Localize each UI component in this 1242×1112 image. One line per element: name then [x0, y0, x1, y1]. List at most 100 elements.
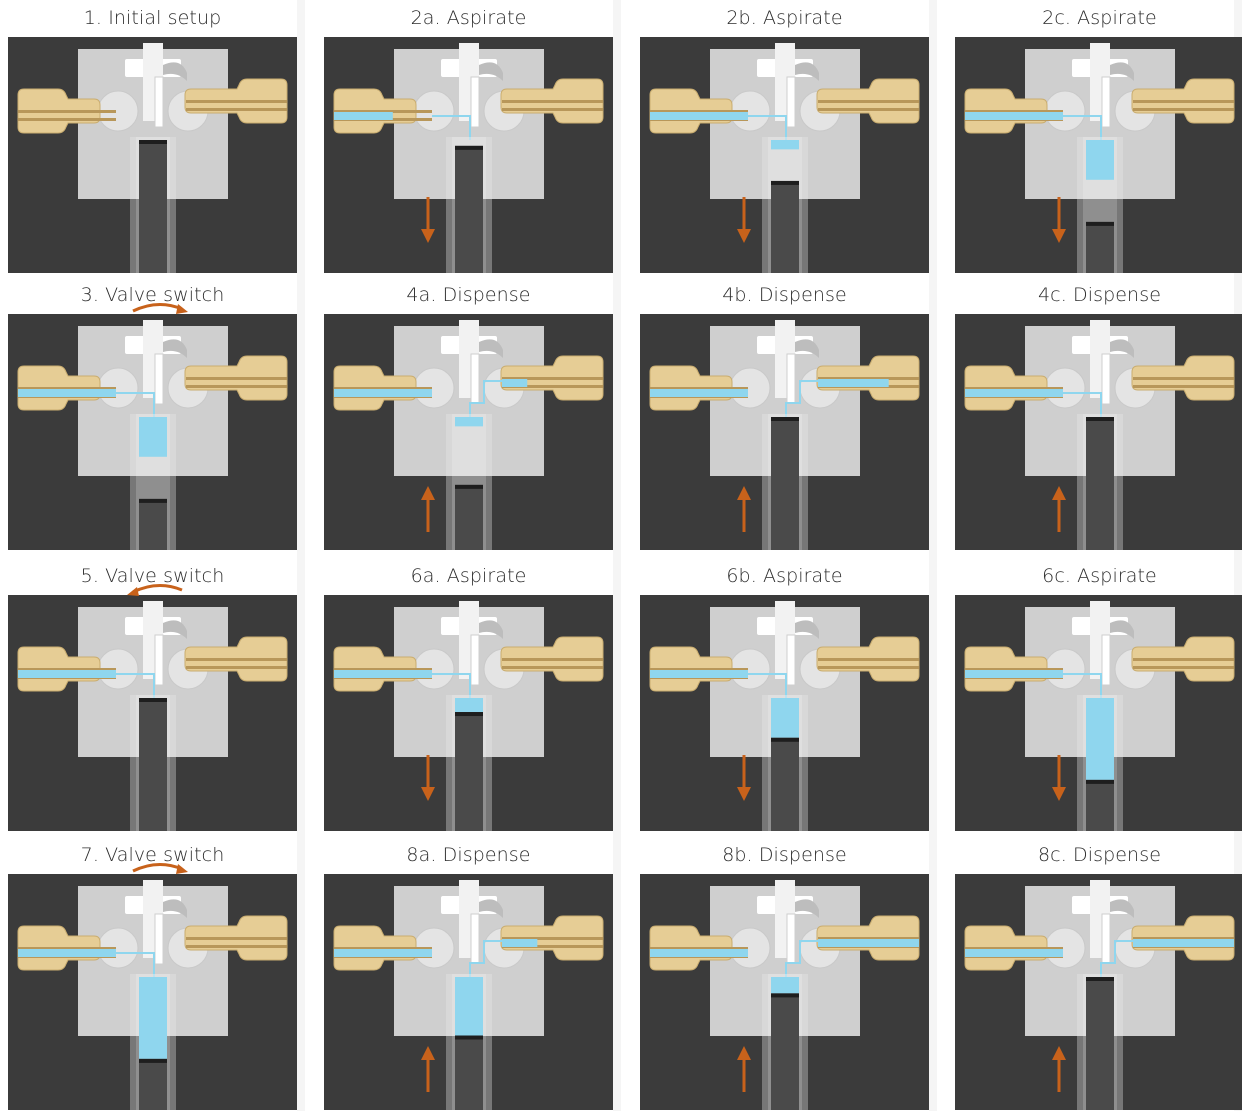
plunger-tip	[455, 485, 483, 489]
plunger-icon	[139, 698, 167, 831]
step-cell: 7. Valve switch	[8, 837, 297, 1112]
plunger-tip	[1086, 780, 1114, 784]
step-diagram	[324, 874, 613, 1110]
plunger-tip	[771, 181, 799, 185]
column-gutter	[297, 0, 305, 1111]
syringe-fluid	[1086, 698, 1114, 780]
liquid-left-line	[18, 389, 116, 397]
syringe-fluid	[771, 698, 799, 738]
step-title: 8c. Dispense	[955, 837, 1242, 873]
step-title: 4c. Dispense	[955, 277, 1242, 313]
liquid-right-line	[502, 379, 527, 387]
plunger-tip	[1086, 417, 1114, 421]
liquid-left-line	[650, 389, 748, 397]
step-diagram	[8, 595, 297, 831]
plunger-tip	[1086, 977, 1114, 981]
plunger-icon	[771, 993, 799, 1110]
step-cell: 6a. Aspirate	[324, 558, 613, 833]
step-cell: 8c. Dispense	[955, 837, 1242, 1112]
rotation-overlay	[8, 277, 297, 337]
plunger-tip	[455, 712, 483, 716]
plunger-icon	[1086, 222, 1114, 273]
plunger-icon	[771, 738, 799, 831]
plunger-icon	[1086, 417, 1114, 550]
step-title: 4a. Dispense	[324, 277, 613, 313]
plunger-tip	[455, 146, 483, 150]
syringe-fluid	[455, 977, 483, 1036]
plunger-icon	[455, 485, 483, 550]
liquid-left-line	[18, 670, 116, 678]
step-diagram	[324, 37, 613, 273]
step-diagram	[324, 314, 613, 550]
step-diagram	[640, 37, 929, 273]
step-title: 4b. Dispense	[640, 277, 929, 313]
liquid-left-line	[965, 112, 1063, 120]
step-diagram	[8, 37, 297, 273]
liquid-left-line	[334, 670, 432, 678]
liquid-left-line	[334, 389, 432, 397]
plunger-tip	[771, 993, 799, 997]
step-diagram	[640, 314, 929, 550]
liquid-left-line	[965, 389, 1063, 397]
rotation-overlay	[8, 558, 297, 618]
step-cell: 5. Valve switch	[8, 558, 297, 833]
plunger-tip	[771, 738, 799, 742]
plunger-icon	[139, 140, 167, 273]
liquid-left-line	[650, 949, 748, 957]
plunger-icon	[455, 146, 483, 273]
syringe-fluid	[139, 417, 167, 457]
step-cell: 4b. Dispense	[640, 277, 929, 552]
step-diagram	[955, 595, 1242, 831]
step-cell: 6b. Aspirate	[640, 558, 929, 833]
step-diagram	[955, 314, 1242, 550]
step-cell: 1. Initial setup	[8, 0, 297, 275]
step-cell: 4c. Dispense	[955, 277, 1242, 552]
syringe-fluid	[455, 698, 483, 712]
rotate-ccw-icon	[127, 585, 182, 596]
plunger-icon	[1086, 977, 1114, 1110]
step-cell: 2b. Aspirate	[640, 0, 929, 275]
liquid-right-line	[502, 939, 537, 947]
syringe-fluid	[139, 977, 167, 1059]
liquid-right-line	[818, 939, 919, 947]
plunger-tip	[139, 698, 167, 702]
rotate-cw-icon	[133, 864, 188, 874]
plunger-tip	[771, 417, 799, 421]
rotation-overlay	[8, 837, 297, 897]
step-diagram	[955, 874, 1242, 1110]
plunger-icon	[1086, 780, 1114, 831]
plunger-icon	[139, 499, 167, 550]
step-cell: 6c. Aspirate	[955, 558, 1242, 833]
step-diagram	[955, 37, 1242, 273]
step-title: 2a. Aspirate	[324, 0, 613, 36]
step-title: 8b. Dispense	[640, 837, 929, 873]
step-cell: 8b. Dispense	[640, 837, 929, 1112]
plunger-tip	[139, 1059, 167, 1063]
liquid-left-line	[18, 949, 116, 957]
syringe-fluid	[771, 977, 799, 993]
liquid-left-line	[650, 112, 748, 120]
rotate-cw-icon	[133, 304, 188, 314]
step-title: 6b. Aspirate	[640, 558, 929, 594]
step-cell: 2c. Aspirate	[955, 0, 1242, 275]
plunger-tip	[1086, 222, 1114, 226]
liquid-left-line	[965, 670, 1063, 678]
step-title: 1. Initial setup	[8, 0, 297, 36]
plunger-tip	[139, 140, 167, 144]
step-diagram	[8, 874, 297, 1110]
step-diagram	[640, 874, 929, 1110]
plunger-icon	[771, 181, 799, 273]
step-diagram	[324, 595, 613, 831]
liquid-right-line	[1133, 939, 1234, 947]
liquid-left-line	[965, 949, 1063, 957]
syringe-fluid	[771, 140, 799, 149]
plunger-icon	[139, 1059, 167, 1110]
step-cell: 8a. Dispense	[324, 837, 613, 1112]
plunger-icon	[771, 417, 799, 550]
plunger-icon	[455, 1036, 483, 1111]
step-diagram	[8, 314, 297, 550]
step-diagram	[640, 595, 929, 831]
liquid-right-line	[818, 379, 889, 387]
step-title: 2b. Aspirate	[640, 0, 929, 36]
